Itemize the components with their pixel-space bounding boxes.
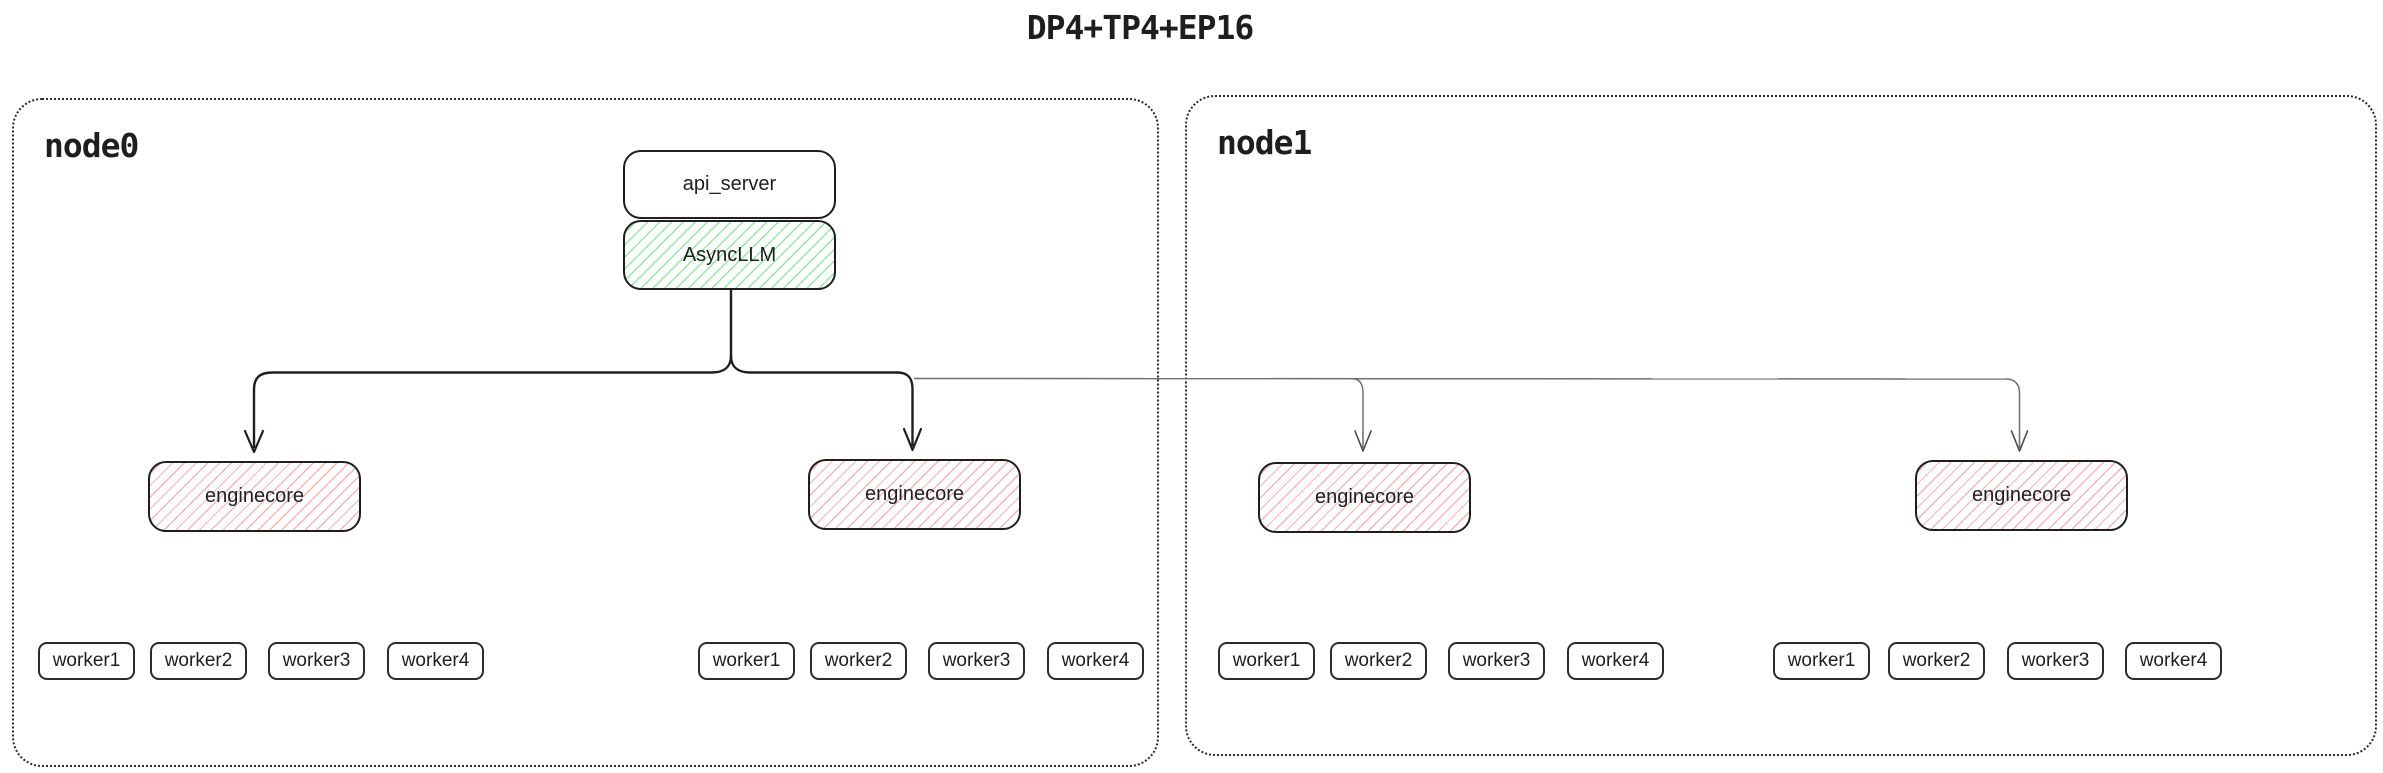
worker-label: worker4 bbox=[401, 650, 470, 671]
worker-label: worker2 bbox=[1902, 650, 1971, 671]
enginecore-1-label: enginecore bbox=[205, 485, 304, 507]
worker-label: worker4 bbox=[1581, 650, 1650, 671]
enginecore-3-box: enginecore bbox=[1258, 462, 1471, 533]
worker-box: worker3 bbox=[1448, 642, 1545, 680]
worker-box: worker2 bbox=[810, 642, 907, 680]
worker-box: worker1 bbox=[38, 642, 135, 680]
worker-box: worker2 bbox=[150, 642, 247, 680]
enginecore-4-box: enginecore bbox=[1915, 460, 2128, 531]
worker-box: worker4 bbox=[1047, 642, 1144, 680]
worker-label: worker1 bbox=[712, 650, 781, 671]
node1-label: node1 bbox=[1217, 123, 1312, 162]
enginecore-4-label: enginecore bbox=[1972, 484, 2071, 506]
worker-label: worker3 bbox=[1462, 650, 1531, 671]
api-server-box: api_server bbox=[623, 150, 836, 219]
worker-label: worker1 bbox=[1232, 650, 1301, 671]
asyncllm-box: AsyncLLM bbox=[623, 220, 836, 290]
worker-box: worker1 bbox=[1773, 642, 1870, 680]
worker-box: worker3 bbox=[928, 642, 1025, 680]
enginecore-3-label: enginecore bbox=[1315, 486, 1414, 508]
worker-box: worker1 bbox=[1218, 642, 1315, 680]
worker-label: worker3 bbox=[2021, 650, 2090, 671]
worker-box: worker3 bbox=[268, 642, 365, 680]
worker-label: worker3 bbox=[942, 650, 1011, 671]
asyncllm-label: AsyncLLM bbox=[682, 243, 777, 266]
api-server-label: api_server bbox=[682, 173, 777, 195]
worker-label: worker2 bbox=[1344, 650, 1413, 671]
node1-group: node1 bbox=[1185, 95, 2377, 756]
worker-box: worker4 bbox=[387, 642, 484, 680]
worker-box: worker2 bbox=[1330, 642, 1427, 680]
worker-label: worker4 bbox=[1061, 650, 1130, 671]
worker-label: worker3 bbox=[282, 650, 351, 671]
worker-label: worker1 bbox=[1787, 650, 1856, 671]
worker-box: worker2 bbox=[1888, 642, 1985, 680]
worker-box: worker4 bbox=[1567, 642, 1664, 680]
enginecore-1-box: enginecore bbox=[148, 461, 361, 532]
enginecore-2-box: enginecore bbox=[808, 459, 1021, 530]
worker-box: worker3 bbox=[2007, 642, 2104, 680]
diagram-title: DP4+TP4+EP16 bbox=[1026, 8, 1254, 47]
worker-label: worker4 bbox=[2139, 650, 2208, 671]
node0-group: node0 bbox=[12, 98, 1159, 767]
worker-label: worker2 bbox=[164, 650, 233, 671]
worker-label: worker2 bbox=[824, 650, 893, 671]
worker-box: worker4 bbox=[2125, 642, 2222, 680]
worker-box: worker1 bbox=[698, 642, 795, 680]
node0-label: node0 bbox=[44, 126, 139, 165]
worker-label: worker1 bbox=[52, 650, 121, 671]
enginecore-2-label: enginecore bbox=[865, 483, 964, 505]
